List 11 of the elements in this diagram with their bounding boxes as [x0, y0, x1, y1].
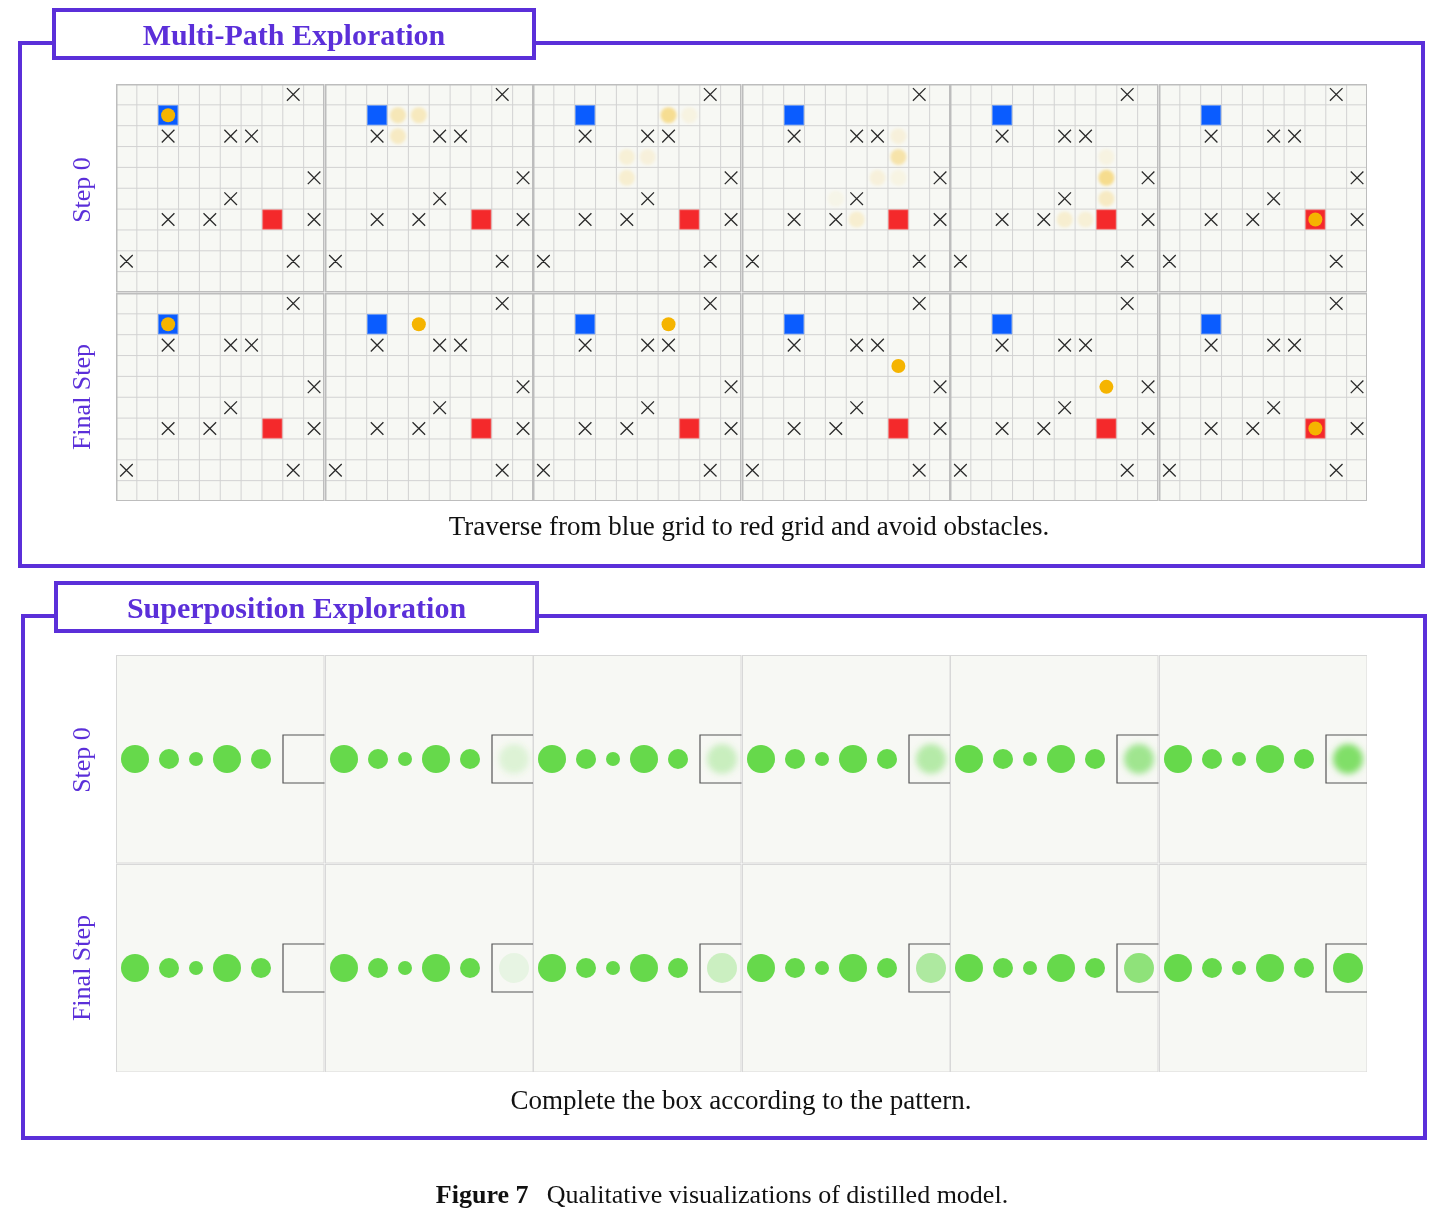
title-tab — [54, 581, 539, 633]
row-label: Step 0 — [67, 157, 97, 223]
row-label: Final Step — [67, 914, 97, 1022]
figure-caption: Figure 7 Qualitative visualizations of distilled model. — [435, 1180, 1009, 1210]
row-label: Final Step — [67, 343, 97, 451]
panel-caption: Traverse from blue grid to red grid and avoid obstacles. — [448, 511, 1050, 543]
row-label: Step 0 — [67, 727, 97, 793]
section-title: Superposition Exploration — [126, 590, 467, 624]
title-tab — [52, 8, 536, 60]
section-title: Multi-Path Exploration — [142, 17, 446, 51]
panel-caption: Complete the box according to the pattern. — [510, 1085, 972, 1117]
